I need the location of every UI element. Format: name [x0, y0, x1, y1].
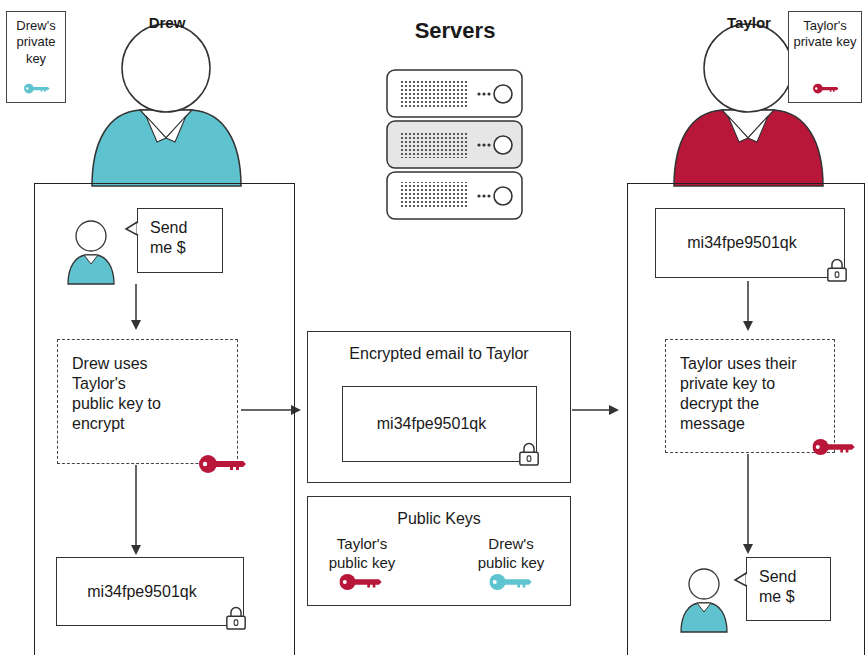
server-stack [387, 70, 522, 219]
lock-icon [518, 441, 540, 467]
small-drew-left [68, 221, 114, 284]
taylor-body [674, 110, 823, 186]
column-heading: Servers [380, 18, 530, 44]
key-directory-box: Public KeysTaylor's public key Drew's pub… [307, 496, 571, 606]
arrow-line [241, 409, 293, 411]
arrow-line [135, 284, 137, 322]
ciphertext-box: mi34fpe9501qk [655, 208, 845, 278]
arrow-line [747, 281, 749, 323]
key-icon [199, 454, 247, 474]
person-panel: Taylormi34fpe9501qkTaylor uses their pri… [627, 183, 865, 655]
key-icon [24, 83, 50, 94]
arrowhead [131, 545, 141, 555]
process-box: Drew uses Taylor's public key to encrypt [57, 339, 238, 464]
arrowhead [743, 321, 753, 331]
person-collar [697, 603, 711, 612]
node-text: mi34fpe9501qk [87, 582, 196, 602]
person-head [76, 221, 106, 251]
drew-collar-tips [146, 116, 186, 142]
arrow-line [747, 454, 749, 546]
person-body [68, 255, 114, 284]
drew-figure [92, 24, 241, 186]
flow-arrow [131, 284, 141, 330]
taylor-collar [722, 110, 774, 138]
node-text: Send me $ [150, 218, 200, 258]
flow-arrow [743, 281, 753, 331]
private-key-tag: Taylor's private key [788, 11, 862, 103]
node-text: Send me $ [759, 567, 809, 607]
drew-collar [140, 110, 192, 138]
arrowhead [743, 544, 753, 554]
lock-icon [225, 605, 247, 631]
node-text: Taylor uses their private key to decrypt… [680, 354, 808, 434]
bubble-tail [125, 221, 140, 237]
ciphertext-box: mi34fpe9501qk [56, 557, 244, 626]
ciphertext-box: mi34fpe9501qk [342, 386, 537, 462]
server-unit [387, 121, 522, 168]
flow-arrow [743, 454, 753, 554]
speech-bubble: Send me $ [137, 208, 223, 273]
process-box: Taylor uses their private key to decrypt… [665, 339, 835, 453]
key-icon [339, 573, 383, 591]
key-icon [489, 573, 533, 591]
node-text: Drew uses Taylor's public key to encrypt [72, 354, 162, 434]
node-text: Encrypted email to Taylor [316, 344, 562, 364]
taylor-collar-tips [728, 116, 768, 142]
drew-body [92, 110, 241, 186]
server-unit [387, 172, 522, 219]
flow-arrow [241, 405, 301, 415]
arrow-line [135, 465, 137, 547]
flow-arrow [572, 405, 619, 415]
bubble-tail [734, 572, 749, 588]
node-text: mi34fpe9501qk [687, 233, 796, 253]
node-text: Drew's public key [470, 535, 552, 573]
private-key-tag: Drew's private key [6, 11, 66, 103]
arrowhead [291, 405, 301, 415]
person-panel: DrewSend me $Drew uses Taylor's public k… [34, 183, 295, 655]
speech-bubble: Send me $ [746, 557, 831, 621]
person-name: Taylor [689, 14, 809, 33]
node-text: mi34fpe9501qk [377, 414, 486, 434]
person-head [689, 569, 719, 599]
arrowhead [131, 320, 141, 330]
server-unit [387, 70, 522, 117]
taylor-head [704, 24, 792, 112]
flow-arrow [131, 465, 141, 555]
person-body [681, 603, 727, 632]
email-box: Encrypted email to Taylor mi34fpe9501qk [307, 331, 571, 483]
arrowhead [609, 405, 619, 415]
node-text: Public Keys [316, 509, 562, 529]
node-text: Taylor's public key [321, 535, 403, 573]
node-text: Taylor's private key [792, 18, 858, 51]
key-icon [812, 438, 856, 456]
node-text: Drew's private key [10, 18, 62, 67]
lock-icon [826, 257, 848, 283]
arrow-line [572, 409, 611, 411]
person-collar [84, 255, 98, 264]
person-name: Drew [107, 14, 227, 33]
drew-head [122, 24, 210, 112]
small-drew-right [681, 569, 727, 632]
key-icon [813, 83, 839, 94]
